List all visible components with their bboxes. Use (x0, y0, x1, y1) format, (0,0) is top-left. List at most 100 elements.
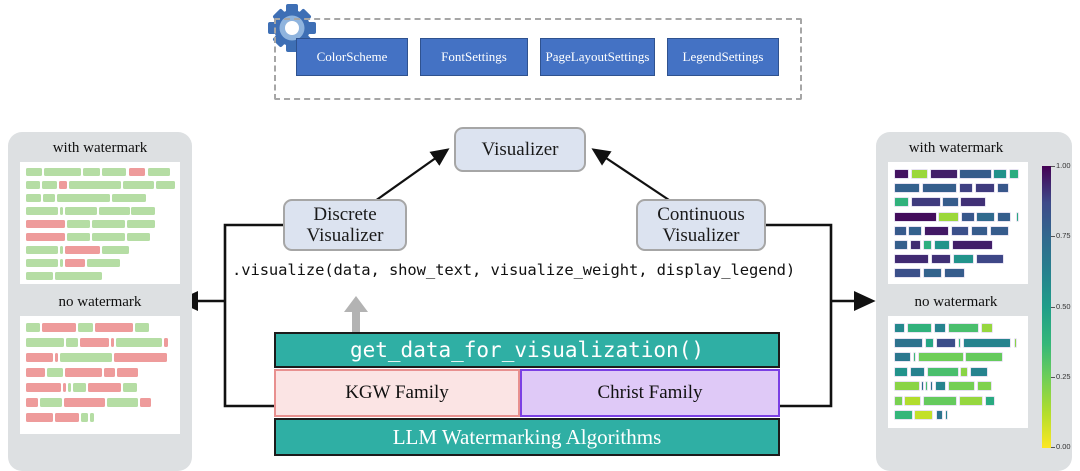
colorbar-tick-label: 0.00 (1056, 442, 1071, 451)
token-block (26, 220, 65, 228)
color-scheme-label-1: Color (316, 48, 347, 64)
token-block (91, 233, 125, 241)
token-block (26, 323, 41, 332)
token-block (163, 338, 168, 347)
left-panel-title-bottom: no watermark (58, 294, 142, 310)
get-data-for-visualization-box[interactable]: get_data_for_visualization() (274, 332, 780, 368)
token-block (914, 410, 934, 420)
node-discrete-label-1: Discrete (313, 203, 377, 225)
token-block (122, 383, 138, 392)
token-block (26, 398, 39, 407)
token-block (933, 323, 946, 333)
token-block (1015, 211, 1019, 222)
token-block (64, 207, 98, 215)
node-continuous-label-1: Continuous (657, 203, 745, 225)
left-panel-title-top: with watermark (52, 140, 148, 156)
token-block (60, 246, 64, 254)
token-block (26, 207, 59, 215)
token-block (996, 183, 1009, 194)
right-no-watermark-card (888, 316, 1028, 428)
legend-settings-button[interactable]: Legend Settings (667, 38, 779, 76)
token-block (26, 383, 62, 392)
token-block (78, 323, 94, 332)
token-block (910, 240, 922, 250)
token-block (40, 398, 63, 407)
token-block (60, 353, 113, 362)
token-block (957, 337, 962, 348)
pagelayout-label-1: PageLayout (545, 48, 608, 64)
token-block (975, 254, 1004, 265)
color-scheme-button[interactable]: Color Scheme (296, 38, 408, 76)
token-block (977, 381, 992, 391)
font-settings-label-1: Font (441, 48, 465, 64)
pagelayout-settings-button[interactable]: PageLayout Settings (540, 38, 655, 76)
token-block (993, 169, 1008, 179)
christ-family-box[interactable]: Christ Family (520, 369, 780, 417)
arrow-up-gray (344, 296, 368, 332)
token-block (59, 181, 67, 189)
token-block (26, 194, 42, 202)
legend-label-2: Settings (721, 48, 764, 64)
node-visualizer[interactable]: Visualizer (454, 127, 586, 172)
token-block (83, 168, 101, 176)
token-block (894, 254, 929, 265)
token-block (894, 366, 909, 377)
token-block (894, 410, 913, 420)
token-block (922, 240, 933, 250)
token-block (922, 395, 957, 406)
node-discrete-visualizer[interactable]: Discrete Visualizer (283, 199, 407, 251)
token-block (917, 352, 964, 362)
token-block (66, 220, 90, 228)
token-block (911, 169, 928, 179)
token-block (960, 197, 986, 208)
token-block (962, 337, 1012, 348)
token-block (103, 368, 116, 377)
token-block (894, 183, 921, 194)
colorbar-tick (1051, 447, 1055, 448)
font-settings-button[interactable]: Font Settings (420, 38, 528, 76)
node-discrete-label-2: Visualizer (306, 225, 384, 246)
left-no-watermark-card (20, 316, 180, 434)
token-block (110, 338, 115, 347)
right-with-watermark-card (888, 162, 1028, 284)
token-block (44, 168, 82, 176)
token-block (894, 381, 920, 391)
token-block (63, 383, 66, 392)
token-block (66, 233, 90, 241)
token-block (64, 398, 105, 407)
continuous-output-panel: with watermark no watermark (876, 132, 1072, 471)
kgw-family-box[interactable]: KGW Family (274, 369, 520, 417)
token-block (945, 410, 949, 420)
token-block (116, 338, 162, 347)
token-block (980, 323, 994, 333)
token-block (26, 259, 59, 267)
token-block (64, 246, 101, 254)
token-block (960, 366, 968, 377)
token-block (117, 368, 139, 377)
token-block (95, 323, 134, 332)
token-block (911, 197, 941, 208)
discrete-output-panel: with watermark no watermark (8, 132, 192, 471)
colorbar-tick-label: 1.00 (1056, 161, 1071, 170)
token-block (930, 254, 951, 265)
token-block (958, 395, 984, 406)
token-block (894, 395, 903, 406)
token-block (894, 323, 906, 333)
colorbar-tick (1051, 236, 1055, 238)
token-block (904, 395, 922, 406)
kgw-family-label: KGW Family (345, 382, 449, 403)
token-block (87, 383, 121, 392)
llm-watermarking-label: LLM Watermarking Algorithms (392, 424, 662, 449)
node-continuous-visualizer[interactable]: Continuous Visualizer (636, 199, 766, 251)
token-block (99, 207, 130, 215)
token-block (912, 352, 916, 362)
token-block (26, 168, 43, 176)
token-block (43, 194, 56, 202)
get-data-label: get_data_for_visualization() (349, 338, 704, 362)
token-block (122, 181, 155, 189)
token-block (126, 233, 151, 241)
token-block (86, 259, 121, 267)
token-block (952, 254, 974, 265)
token-block (935, 410, 944, 420)
token-block (990, 225, 1009, 236)
